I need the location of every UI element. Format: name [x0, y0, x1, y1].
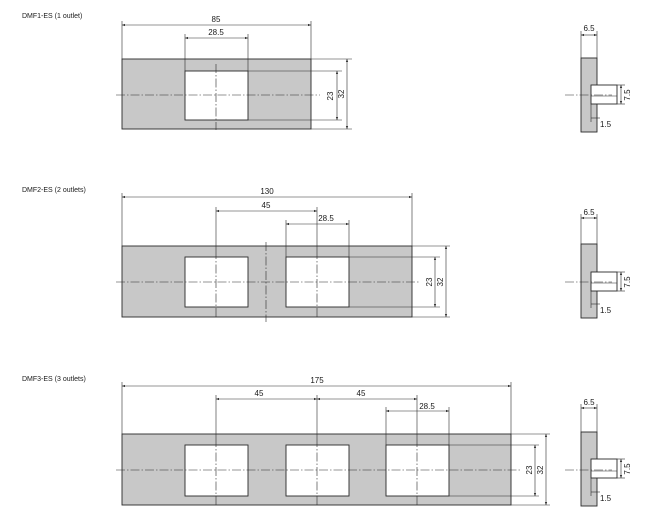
dim-outlet-label: 28.5 [318, 214, 334, 223]
dim-overall-label: 85 [212, 15, 221, 24]
side-thickness-label: 6.5 [583, 24, 595, 33]
side-view: 6.5 7.5 1.5 [565, 24, 632, 133]
side-thickness-label: 6.5 [583, 208, 595, 217]
outlet-hole-1 [184, 444, 249, 497]
side-tab [590, 84, 618, 105]
dim-overall-label: 175 [310, 376, 324, 385]
side-tab-thick-label: 1.5 [600, 494, 612, 503]
section-title: DMF2-ES (2 outlets) [22, 187, 86, 194]
outlet-hole [184, 70, 249, 121]
dim-outlet-label: 28.5 [419, 402, 435, 411]
dim-overall-label: 130 [260, 187, 274, 196]
side-tab-label: 7.5 [623, 276, 632, 288]
dim-pitch-label: 45 [262, 201, 271, 210]
dim-plate-h-label: 32 [436, 277, 445, 286]
side-view: 6.5 7.5 1.5 [565, 398, 632, 507]
outlet-hole-2 [285, 444, 350, 497]
section-title: DMF3-ES (3 outlets) [22, 376, 86, 383]
side-tab-thick-label: 1.5 [600, 120, 612, 129]
front-view: 175 45 45 28.5 23 32 [116, 376, 550, 506]
dim-outlet-label: 28.5 [208, 28, 224, 37]
section-title: DMF1-ES (1 outlet) [22, 13, 82, 20]
side-view: 6.5 7.5 1.5 [565, 208, 632, 319]
side-thickness-label: 6.5 [583, 398, 595, 407]
side-tab-thick-label: 1.5 [600, 306, 612, 315]
side-tab-label: 7.5 [623, 89, 632, 101]
dim-hole-h-label: 23 [425, 277, 434, 286]
dim-plate-h-label: 32 [337, 89, 346, 98]
dim-hole-h-label: 23 [525, 465, 534, 474]
dim-pitch-1-label: 45 [255, 389, 264, 398]
dim-hole-h-label: 23 [326, 91, 335, 100]
section-dmf2: DMF2-ES (2 outlets) 130 45 28.5 [22, 187, 632, 322]
side-tab [590, 458, 618, 479]
front-view: 85 28.5 23 32 [116, 15, 352, 130]
section-dmf1: DMF1-ES (1 outlet) 85 28.5 23 32 [22, 13, 632, 133]
front-view: 130 45 28.5 23 32 [116, 187, 450, 322]
side-tab [590, 271, 618, 292]
dim-pitch-2-label: 45 [357, 389, 366, 398]
section-dmf3: DMF3-ES (3 outlets) 175 45 45 28.5 [22, 376, 632, 507]
dim-plate-h-label: 32 [536, 465, 545, 474]
side-tab-label: 7.5 [623, 463, 632, 475]
outlet-hole-3 [385, 444, 450, 497]
plate [121, 245, 413, 318]
